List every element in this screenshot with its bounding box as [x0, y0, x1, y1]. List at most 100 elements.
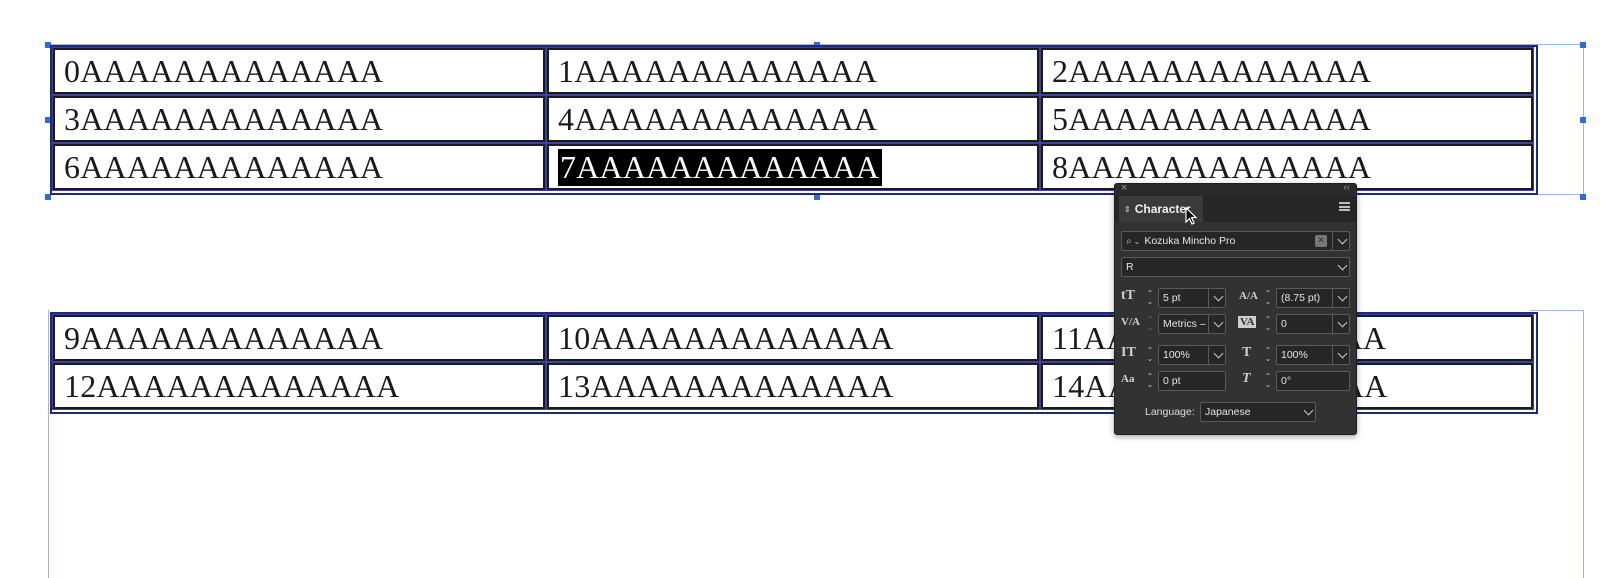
font-style-field[interactable]: R — [1121, 257, 1350, 277]
chevron-down-icon[interactable] — [1303, 405, 1314, 416]
tracking-field[interactable]: 0 — [1276, 314, 1350, 334]
horizontal-scale-icon: T — [1242, 345, 1252, 360]
table-cell-selected[interactable]: 7AAAAAAAAAAAAA — [546, 143, 1040, 191]
table-1[interactable]: 0AAAAAAAAAAAAA 1AAAAAAAAAAAAA 2AAAAAAAAA… — [50, 45, 1538, 195]
skew-field[interactable]: 0° — [1276, 371, 1350, 391]
panel-titlebar[interactable] — [1115, 184, 1356, 196]
field-divider — [1332, 315, 1333, 333]
panel-tab-row: ⇕ Character — [1115, 196, 1356, 222]
cell-text: 0AAAAAAAAAAAAA — [64, 52, 384, 89]
language-value: Japanese — [1205, 406, 1251, 418]
vertical-scale-field[interactable]: 100% — [1158, 345, 1226, 365]
baseline-shift-value: 0 pt — [1163, 375, 1181, 387]
cell-text: 13AAAAAAAAAAAAA — [558, 367, 894, 404]
chevron-down-icon[interactable] — [1213, 291, 1224, 302]
cell-text: 1AAAAAAAAAAAAA — [558, 52, 878, 89]
cell-text: 2AAAAAAAAAAAAA — [1052, 52, 1372, 89]
chevron-down-icon[interactable] — [1337, 348, 1348, 359]
kerning-field[interactable]: Metrics – — [1158, 314, 1226, 334]
table-cell[interactable]: 10AAAAAAAAAAAAA — [546, 314, 1040, 362]
cell-text: 10AAAAAAAAAAAAA — [558, 319, 894, 356]
frame-handle-middle-left[interactable] — [45, 117, 51, 123]
selected-cell-text[interactable]: 7AAAAAAAAAAAAA — [558, 148, 883, 186]
tracking-icon: VA — [1238, 316, 1257, 328]
field-divider — [1332, 346, 1333, 364]
baseline-shift-field[interactable]: 0 pt — [1158, 371, 1226, 391]
table-cell[interactable]: 12AAAAAAAAAAAAA — [52, 362, 546, 410]
tab-character-label: Character — [1134, 202, 1191, 216]
horizontal-scale-field[interactable]: 100% — [1276, 345, 1350, 365]
kerning-value: Metrics – — [1163, 318, 1206, 330]
font-size-field[interactable]: 5 pt — [1158, 288, 1226, 308]
cell-text: 5AAAAAAAAAAAAA — [1052, 100, 1372, 137]
page-margin-right-guide — [1583, 310, 1584, 578]
table-cell[interactable]: 4AAAAAAAAAAAAA — [546, 95, 1040, 143]
table-cell[interactable]: 2AAAAAAAAAAAAA — [1040, 47, 1534, 95]
field-divider — [1208, 346, 1209, 364]
table-cell[interactable]: 8AAAAAAAAAAAAA — [1040, 143, 1534, 191]
tracking-value: 0 — [1281, 318, 1287, 330]
language-label: Language: — [1145, 406, 1195, 418]
frame-handle-top-left[interactable] — [45, 42, 51, 48]
chevron-down-icon[interactable] — [1337, 234, 1348, 245]
leading-field[interactable]: (8.75 pt) — [1276, 288, 1350, 308]
clear-font-icon[interactable]: × — [1315, 235, 1327, 247]
chevron-down-icon: ⌄ — [1133, 236, 1141, 246]
field-divider — [1332, 289, 1333, 307]
kerning-stepper[interactable]: ⌃⌄ — [1146, 315, 1154, 332]
language-select[interactable]: Japanese — [1200, 402, 1316, 422]
horizontal-scale-value: 100% — [1281, 349, 1308, 361]
chevron-down-icon[interactable] — [1213, 348, 1224, 359]
mouse-pointer-icon — [1185, 207, 1198, 225]
font-size-icon: tT — [1121, 288, 1135, 303]
leading-value: (8.75 pt) — [1281, 292, 1321, 304]
close-icon[interactable]: × — [1121, 182, 1128, 194]
cell-text: 3AAAAAAAAAAAAA — [64, 100, 384, 137]
collapse-panel-icon[interactable]: ‹‹ — [1343, 182, 1350, 193]
table-cell[interactable]: 13AAAAAAAAAAAAA — [546, 362, 1040, 410]
font-style-value: R — [1126, 261, 1134, 273]
table-cell[interactable]: 9AAAAAAAAAAAAA — [52, 314, 546, 362]
vertical-scale-stepper[interactable]: ⌃⌄ — [1146, 346, 1154, 363]
updown-arrows-icon: ⇕ — [1124, 204, 1131, 214]
cell-text: 9AAAAAAAAAAAAA — [64, 319, 384, 356]
frame-handle-top-right[interactable] — [1580, 42, 1586, 48]
table-cell[interactable]: 1AAAAAAAAAAAAA — [546, 47, 1040, 95]
page-margin-left-guide — [48, 310, 49, 578]
font-family-field[interactable]: ⌕ ⌄ Kozuka Mincho Pro × — [1121, 231, 1350, 251]
field-divider — [1208, 315, 1209, 333]
table-cell[interactable]: 6AAAAAAAAAAAAA — [52, 143, 546, 191]
leading-stepper[interactable]: ⌃⌄ — [1264, 289, 1272, 306]
skew-value: 0° — [1281, 375, 1292, 387]
skew-icon: T — [1242, 371, 1251, 386]
frame-handle-bottom-center[interactable] — [814, 194, 820, 200]
frame-handle-bottom-left[interactable] — [45, 194, 51, 200]
table-cell[interactable]: 0AAAAAAAAAAAAA — [52, 47, 546, 95]
baseline-shift-stepper[interactable]: ⌃⌄ — [1146, 372, 1154, 389]
chevron-down-icon[interactable] — [1337, 260, 1348, 271]
cell-text: 12AAAAAAAAAAAAA — [64, 367, 400, 404]
table-cell[interactable]: 3AAAAAAAAAAAAA — [52, 95, 546, 143]
leading-icon: A/A — [1239, 290, 1258, 302]
panel-menu-icon[interactable] — [1339, 202, 1350, 211]
font-family-value: Kozuka Mincho Pro — [1144, 235, 1236, 247]
chevron-down-icon[interactable] — [1337, 291, 1348, 302]
vertical-scale-value: 100% — [1163, 349, 1190, 361]
cell-text: 6AAAAAAAAAAAAA — [64, 148, 384, 185]
frame-handle-middle-right[interactable] — [1580, 117, 1586, 123]
chevron-down-icon[interactable] — [1213, 317, 1224, 328]
table-cell[interactable]: 5AAAAAAAAAAAAA — [1040, 95, 1534, 143]
chevron-down-icon[interactable] — [1337, 317, 1348, 328]
field-divider — [1208, 289, 1209, 307]
cell-text: 4AAAAAAAAAAAAA — [558, 100, 878, 137]
skew-stepper[interactable]: ⌃⌄ — [1264, 372, 1272, 389]
field-divider — [1332, 232, 1333, 250]
kerning-icon: V/A — [1121, 316, 1140, 328]
frame-handle-bottom-right[interactable] — [1580, 194, 1586, 200]
character-panel[interactable]: × ‹‹ ⇕ Character ⌕ ⌄ Kozuka Mincho Pro ×… — [1114, 182, 1357, 435]
font-size-value: 5 pt — [1163, 292, 1181, 304]
horizontal-scale-stepper[interactable]: ⌃⌄ — [1264, 346, 1272, 363]
baseline-shift-icon: Aa — [1121, 373, 1135, 385]
tracking-stepper[interactable]: ⌃⌄ — [1264, 315, 1272, 332]
font-size-stepper[interactable]: ⌃⌄ — [1146, 289, 1154, 306]
